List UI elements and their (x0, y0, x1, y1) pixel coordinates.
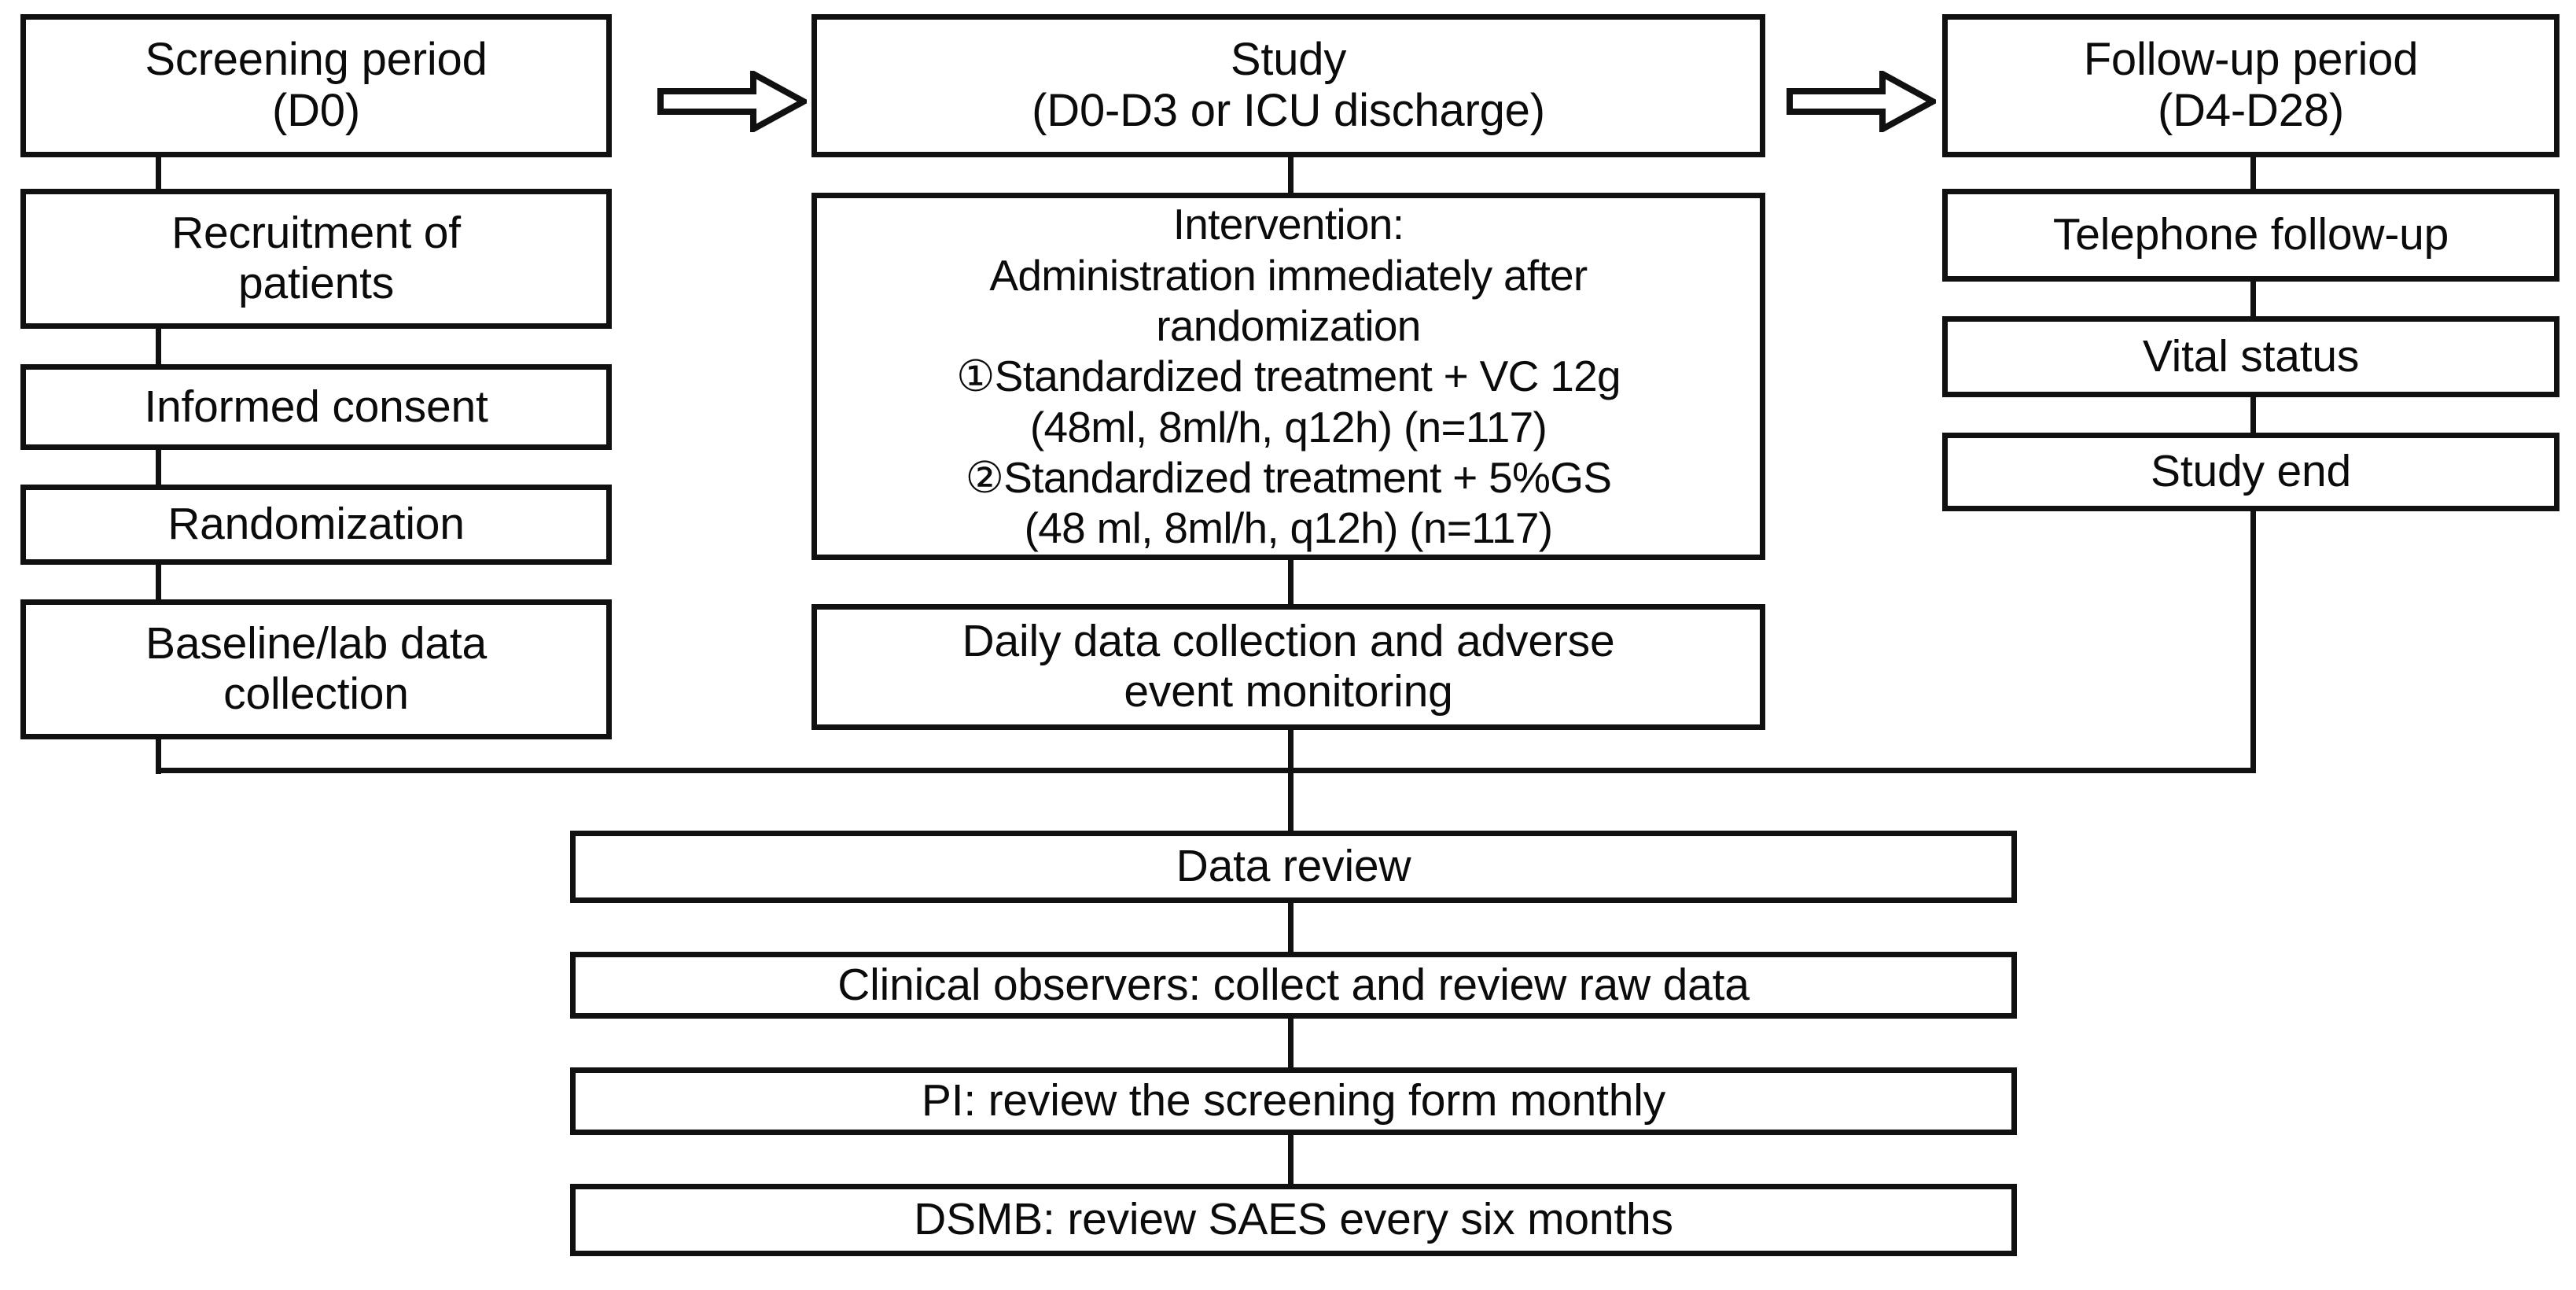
node-daily-data-collection-and-adverse-event-monitoring[interactable]: Daily data collection and adverse event … (811, 604, 1765, 730)
connector-vital-to-studyend (2250, 397, 2256, 433)
connector-telephone-to-vital (2250, 282, 2256, 316)
node-telephone-followup[interactable]: Telephone follow-up (1942, 189, 2559, 282)
connector-recruitment-to-consent (156, 329, 161, 364)
node-informed-consent[interactable]: Informed consent (20, 364, 612, 450)
connector-studyend-down (2250, 511, 2256, 771)
node-clinical-observers-review[interactable]: Clinical observers: collect and review r… (570, 952, 2017, 1019)
connector-horizontal-bus (156, 768, 2256, 773)
node-followup-period-header[interactable]: Follow-up period (D4-D28) (1942, 14, 2559, 157)
connector-pi-to-dsmb (1288, 1135, 1294, 1184)
node-recruitment-of-patients[interactable]: Recruitment of patients (20, 189, 612, 329)
node-intervention-details[interactable]: Intervention: Administration immediately… (811, 193, 1765, 560)
connector-randomization-to-baseline (156, 565, 161, 599)
node-vital-status[interactable]: Vital status (1942, 316, 2559, 397)
connector-screening-to-recruitment (156, 157, 161, 189)
node-pi-review-screening-form[interactable]: PI: review the screening form monthly (570, 1067, 2017, 1135)
connector-observers-to-pi (1288, 1019, 1294, 1067)
connector-intervention-to-monitoring (1288, 560, 1294, 604)
node-dsmb-review-saes[interactable]: DSMB: review SAES every six months (570, 1184, 2017, 1256)
block-arrow-study-to-followup-icon (1787, 71, 1936, 132)
block-arrow-screening-to-study-icon (657, 71, 807, 132)
connector-followup-to-telephone (2250, 157, 2256, 189)
connector-data-review-to-observers (1288, 903, 1294, 952)
node-study-period-header[interactable]: Study (D0-D3 or ICU discharge) (811, 14, 1765, 157)
node-randomization[interactable]: Randomization (20, 485, 612, 565)
connector-bus-to-data-review (1288, 768, 1294, 831)
node-study-end[interactable]: Study end (1942, 433, 2559, 511)
connector-study-to-intervention (1288, 157, 1294, 193)
node-screening-period-header[interactable]: Screening period (D0) (20, 14, 612, 157)
connector-baseline-down (156, 739, 161, 774)
connector-monitoring-to-bus (1288, 730, 1294, 773)
node-baseline-lab-data-collection[interactable]: Baseline/lab data collection (20, 599, 612, 739)
connector-consent-to-randomization (156, 450, 161, 485)
node-data-review[interactable]: Data review (570, 831, 2017, 903)
